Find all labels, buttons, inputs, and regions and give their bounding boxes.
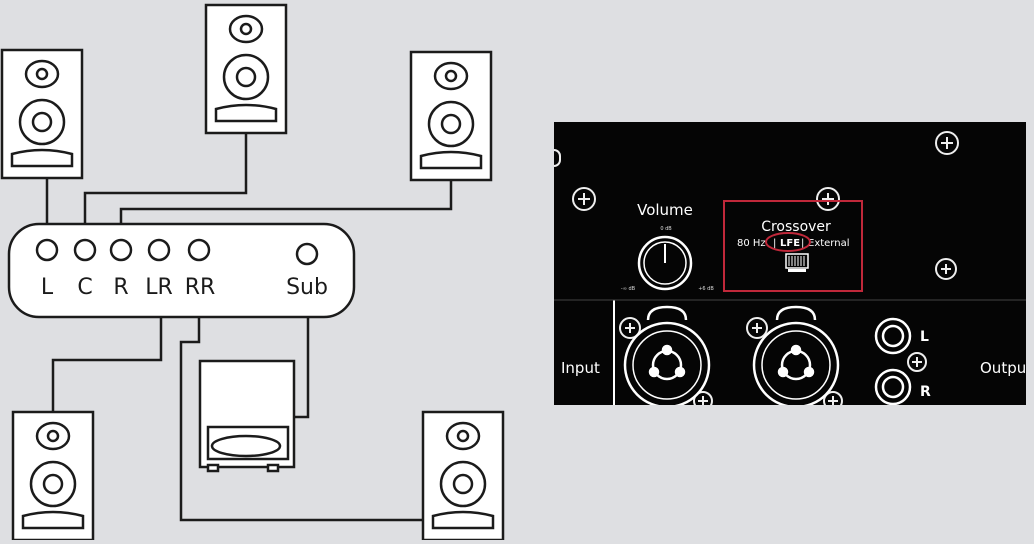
subwoofer-rear-panel: Volume 0 dB -∞ dB +6 dB Crossover 80 Hz …: [554, 122, 1032, 407]
panel-screws: [572, 131, 959, 405]
channel-label-sub: Sub: [286, 275, 328, 300]
crossover-label: Crossover: [761, 219, 831, 235]
output-jack-l: [35, 238, 59, 262]
channel-label-lr: LR: [145, 275, 173, 300]
speaker-wires: [45, 132, 453, 522]
speaker-center: [204, 3, 288, 135]
volume-mark-mid: 0 dB: [660, 226, 672, 232]
speaker-rear-left: [11, 410, 95, 542]
av-receiver: L C R LR RR Sub: [7, 222, 356, 319]
volume-knob[interactable]: [637, 235, 693, 291]
channel-label-l: L: [41, 275, 54, 300]
crossover-option-lfe: LFE: [780, 238, 800, 249]
output-jack-r: [109, 238, 133, 262]
volume-mark-max: +6 dB: [698, 286, 714, 292]
channel-label-c: C: [77, 275, 92, 300]
crossover-option-80hz: 80 Hz: [737, 238, 766, 249]
output-jack-right[interactable]: [874, 368, 912, 405]
crossover-switch[interactable]: [785, 253, 809, 272]
lfe-highlight-circle: [765, 232, 811, 252]
volume-mark-min: -∞ dB: [621, 286, 636, 292]
speaker-front-left: [0, 48, 84, 180]
input-label: Input: [561, 359, 600, 377]
crossover-separator: |: [801, 238, 804, 249]
crossover-highlight-box: [723, 200, 863, 292]
xlr-combo-input-2[interactable]: [752, 305, 840, 407]
xlr-combo-input-1[interactable]: [623, 305, 711, 407]
speaker-front-right: [409, 50, 493, 182]
output-jack-left[interactable]: [874, 317, 912, 355]
volume-label: Volume: [637, 201, 693, 219]
output-jack-rr: [187, 238, 211, 262]
channel-label-r: R: [113, 275, 128, 300]
output-label: Output: [980, 359, 1032, 377]
output-jack-c: [73, 238, 97, 262]
subwoofer-icon: [198, 359, 296, 473]
output-jack-sub: [295, 242, 319, 266]
speaker-rear-right: [421, 410, 505, 542]
output-jack-r-label: R: [920, 384, 931, 400]
output-jack-lr: [147, 238, 171, 262]
channel-label-rr: RR: [185, 275, 216, 300]
output-jack-l-label: L: [920, 329, 929, 345]
crossover-separator: |: [773, 238, 776, 249]
crossover-option-external: External: [808, 238, 850, 249]
